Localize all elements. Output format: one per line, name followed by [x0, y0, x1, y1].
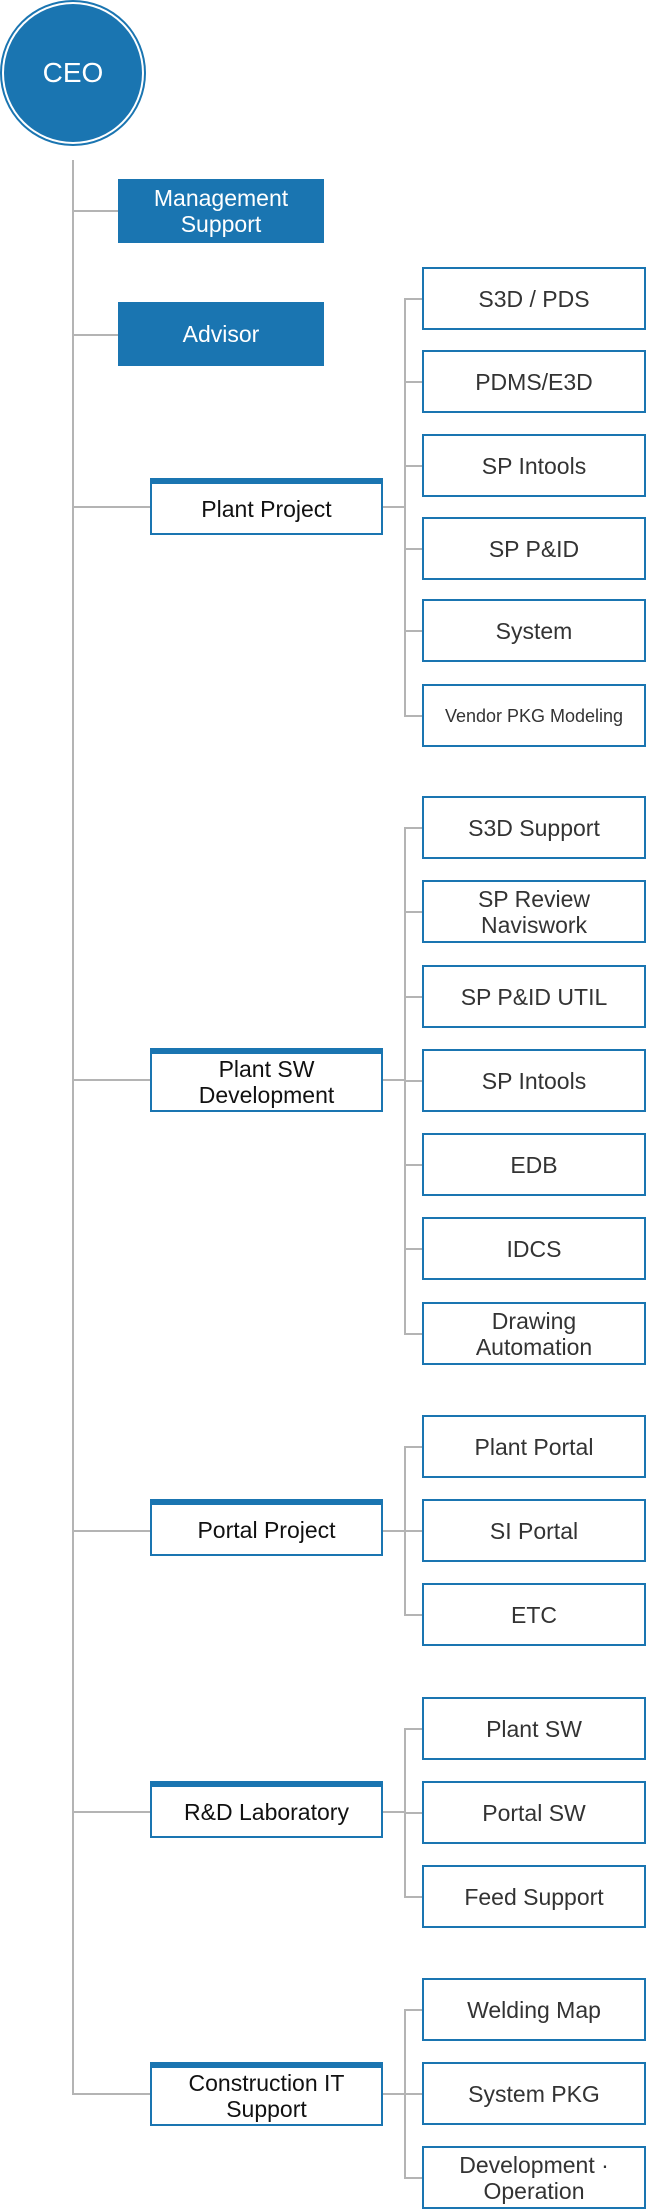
unit-connector	[404, 911, 422, 913]
unit-box: ETC	[422, 1583, 646, 1646]
unit-box: Portal SW	[422, 1781, 646, 1844]
unit-label: Portal SW	[482, 1799, 586, 1826]
unit-label: IDCS	[506, 1235, 562, 1262]
dept-label: Plant SW Development	[198, 1056, 335, 1108]
dept-connector	[72, 1079, 150, 1081]
dept-label: Portal Project	[197, 1516, 336, 1543]
unit-label: Drawing Automation	[475, 1307, 593, 1360]
unit-label: S3D / PDS	[478, 285, 590, 312]
unit-connector	[404, 298, 422, 300]
dept-to-bracket	[383, 1530, 404, 1532]
unit-label: System PKG	[468, 2080, 600, 2107]
unit-connector	[404, 1530, 422, 1532]
main-spine	[72, 160, 74, 2095]
unit-box: Plant Portal	[422, 1415, 646, 1478]
unit-connector	[404, 715, 422, 717]
dept-construction-it-support: Construction IT Support	[150, 2062, 383, 2126]
unit-connector	[404, 1446, 422, 1448]
dept-plant-project: Plant Project	[150, 478, 383, 535]
dept-connector	[72, 506, 150, 508]
unit-box: SP P&ID UTIL	[422, 965, 646, 1028]
dept-label: Construction IT Support	[188, 2070, 345, 2122]
unit-box: PDMS/E3D	[422, 350, 646, 413]
unit-connector	[404, 2177, 422, 2179]
unit-connector	[404, 1333, 422, 1335]
unit-connector	[404, 1728, 422, 1730]
unit-connector	[404, 1248, 422, 1250]
unit-box: EDB	[422, 1133, 646, 1196]
unit-label: Development · Operation	[459, 2151, 609, 2204]
unit-label: SP P&ID	[488, 535, 580, 562]
unit-connector	[404, 465, 422, 467]
dept-connector	[72, 1811, 150, 1813]
unit-connector	[404, 1896, 422, 1898]
unit-label: SP P&ID UTIL	[460, 983, 608, 1010]
unit-connector	[404, 548, 422, 550]
unit-box: SP Review Naviswork	[422, 880, 646, 943]
unit-label: SP Intools	[481, 452, 587, 479]
unit-label: System	[495, 617, 573, 644]
bracket-spine	[404, 298, 406, 716]
staff-connector	[72, 334, 118, 336]
staff-label: Advisor	[182, 321, 260, 347]
unit-box: SI Portal	[422, 1499, 646, 1562]
unit-connector	[404, 2093, 422, 2095]
unit-connector	[404, 1614, 422, 1616]
unit-box: Plant SW	[422, 1697, 646, 1760]
unit-box: Welding Map	[422, 1978, 646, 2041]
unit-connector	[404, 1164, 422, 1166]
unit-connector	[404, 1080, 422, 1082]
unit-connector	[404, 630, 422, 632]
dept-plant-sw-development: Plant SW Development	[150, 1048, 383, 1112]
dept-label: R&D Laboratory	[184, 1798, 349, 1825]
unit-box: Vendor PKG Modeling	[422, 684, 646, 747]
unit-connector	[404, 827, 422, 829]
unit-label: SI Portal	[489, 1517, 579, 1544]
dept-to-bracket	[383, 1079, 404, 1081]
unit-connector	[404, 2009, 422, 2011]
unit-label: Welding Map	[467, 1996, 601, 2023]
unit-label: SP Review Naviswork	[477, 885, 591, 938]
unit-box: Development · Operation	[422, 2146, 646, 2209]
unit-box: SP Intools	[422, 434, 646, 497]
dept-to-bracket	[383, 506, 404, 508]
unit-label: ETC	[511, 1601, 557, 1628]
dept-label: Plant Project	[201, 495, 332, 522]
management-support-box: Management Support	[118, 179, 324, 243]
dept-to-bracket	[383, 2093, 404, 2095]
unit-box: S3D / PDS	[422, 267, 646, 330]
unit-box: SP Intools	[422, 1049, 646, 1112]
unit-box: System PKG	[422, 2062, 646, 2125]
unit-label: PDMS/E3D	[475, 368, 593, 395]
unit-label: Plant SW	[486, 1715, 582, 1742]
unit-label: S3D Support	[468, 814, 600, 841]
unit-box: IDCS	[422, 1217, 646, 1280]
unit-label: EDB	[510, 1151, 558, 1178]
unit-box: Drawing Automation	[422, 1302, 646, 1365]
advisor-box: Advisor	[118, 302, 324, 366]
dept-to-bracket	[383, 1811, 404, 1813]
unit-label: Vendor PKG Modeling	[444, 705, 624, 726]
unit-box: S3D Support	[422, 796, 646, 859]
dept-rnd-laboratory: R&D Laboratory	[150, 1781, 383, 1838]
unit-label: Plant Portal	[474, 1433, 594, 1460]
unit-box: System	[422, 599, 646, 662]
unit-connector	[404, 1812, 422, 1814]
dept-connector	[72, 2093, 150, 2095]
unit-connector	[404, 381, 422, 383]
dept-connector	[72, 1530, 150, 1532]
staff-connector	[72, 210, 118, 212]
unit-box: SP P&ID	[422, 517, 646, 580]
staff-label: Management Support	[153, 185, 289, 237]
dept-portal-project: Portal Project	[150, 1499, 383, 1556]
unit-label: SP Intools	[481, 1067, 587, 1094]
unit-box: Feed Support	[422, 1865, 646, 1928]
unit-connector	[404, 996, 422, 998]
ceo-node: CEO	[4, 4, 142, 142]
unit-label: Feed Support	[464, 1883, 604, 1910]
ceo-label: CEO	[42, 57, 104, 88]
